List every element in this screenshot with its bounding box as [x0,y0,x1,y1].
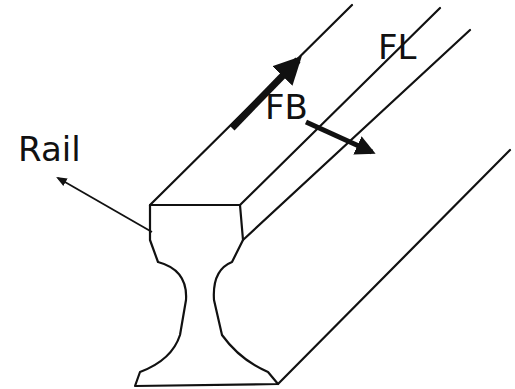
leader-line [58,178,152,232]
part-label: Rail [18,132,81,166]
rail-body [135,5,510,386]
force-label: FL [378,30,417,64]
force-arrow-fl [306,122,372,152]
force-label: FB [265,90,308,124]
